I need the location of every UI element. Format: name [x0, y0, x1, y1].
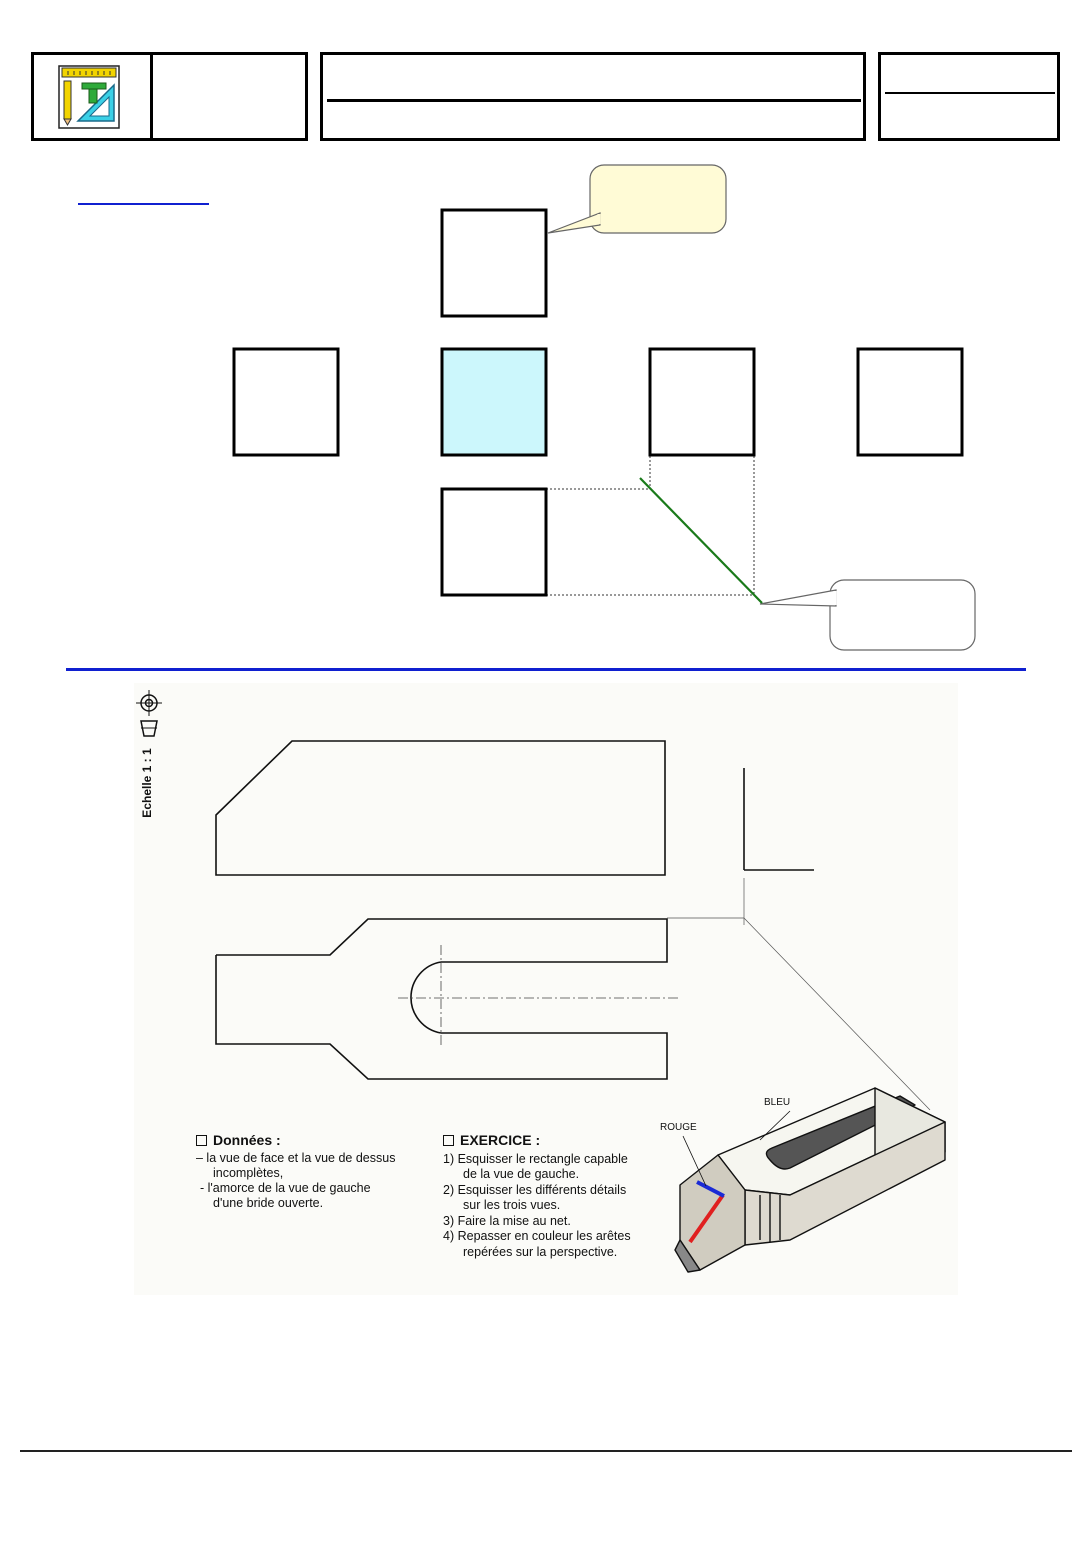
perspective-sketch [674, 1087, 946, 1273]
top-view-outline [215, 955, 668, 1080]
bleu-edge [696, 1180, 725, 1198]
rouge-edge [688, 1193, 725, 1244]
exercice-step-2b: sur les trois vues. [463, 1198, 561, 1212]
donnees-block: Données : – la vue de face et la vue de … [196, 1133, 431, 1211]
drafting-tools-icon [58, 65, 120, 129]
title-block-main-cell [320, 52, 866, 141]
label-rouge: ROUGE [660, 1122, 697, 1133]
exercice-step-1b: de la vue de gauche. [463, 1167, 580, 1181]
view-box-left [648, 347, 756, 457]
exercice-block: EXERCICE : 1) Esquisser le rectangle cap… [443, 1132, 663, 1260]
view-box-top [440, 487, 548, 597]
donnees-line-2: incomplètes, [213, 1166, 284, 1180]
donnees-heading: Données : [213, 1132, 281, 1148]
diagonal-miter-line [639, 477, 763, 604]
exercice-heading-row: EXERCICE : [443, 1132, 663, 1149]
heading-underline [78, 203, 209, 205]
view-box-bottom [440, 208, 548, 318]
view-box-rear [856, 347, 964, 457]
checkbox-icon [443, 1135, 454, 1146]
callout-bottom [759, 579, 976, 651]
donnees-line-4: d'une bride ouverte. [213, 1196, 324, 1210]
view-box-right [232, 347, 340, 457]
exercice-step-1: 1) Esquisser le rectangle capable [443, 1151, 628, 1166]
callout-top [547, 164, 727, 234]
donnees-line-3: - l'amorce de la vue de gauche [200, 1181, 371, 1195]
section-separator [66, 668, 1026, 671]
title-block-logo-cell [31, 52, 308, 141]
exercice-step-3: 3) Faire la mise au net. [443, 1213, 571, 1228]
exercice-step-2: 2) Esquisser les différents détails [443, 1182, 627, 1197]
projection-symbol-icon [136, 690, 162, 737]
exercice-step-4: 4) Repasser en couleur les arêtes [443, 1229, 631, 1243]
title-block-right-cell [878, 52, 1060, 141]
exercice-step-4b: repérées sur la perspective. [463, 1244, 618, 1259]
checkbox-icon [196, 1135, 207, 1146]
exercice-heading: EXERCICE : [460, 1132, 541, 1148]
donnees-line-1: – la vue de face et la vue de dessus [196, 1151, 396, 1165]
front-view-outline [215, 740, 666, 876]
donnees-heading-row: Données : [196, 1133, 431, 1148]
footer-rule [20, 1450, 1072, 1452]
view-layout-diagram [232, 164, 976, 651]
view-box-front [440, 347, 548, 457]
orthographic-views-drawing [215, 740, 931, 1111]
label-bleu: BLEU [764, 1097, 791, 1108]
